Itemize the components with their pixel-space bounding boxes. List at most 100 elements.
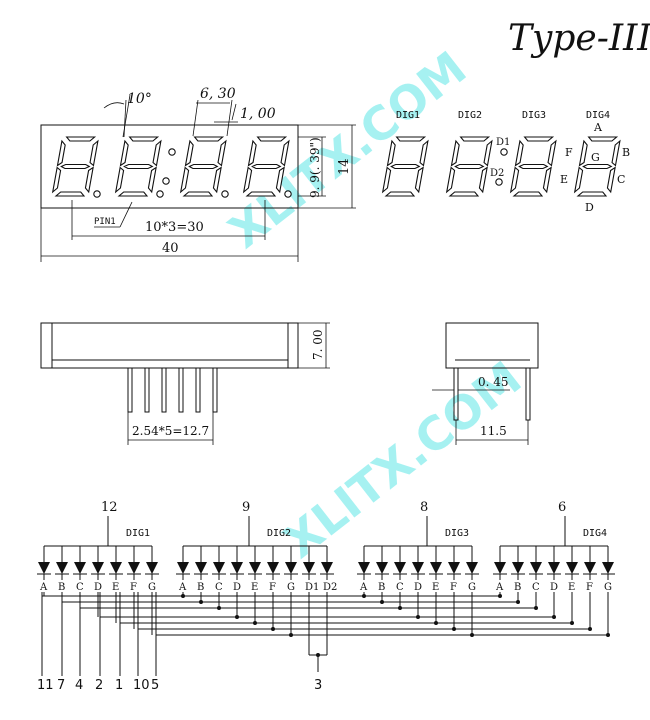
junction-dot <box>606 633 610 637</box>
segment-label: A <box>495 582 504 593</box>
segment <box>114 166 125 194</box>
segment-label: D <box>94 582 102 593</box>
led-diode <box>303 562 315 574</box>
led-diode <box>358 562 370 574</box>
segment <box>256 136 288 142</box>
pin <box>212 367 218 413</box>
led-diode <box>213 562 225 574</box>
segment <box>448 191 480 197</box>
segment-label: C <box>215 582 223 593</box>
junction-dot <box>588 627 592 631</box>
led-diode <box>195 562 207 574</box>
segment <box>217 139 227 167</box>
segment <box>212 166 222 194</box>
segment <box>509 166 520 194</box>
junction-dot <box>362 594 366 598</box>
angle-label: 10° <box>127 91 152 107</box>
segment <box>251 163 282 170</box>
segment-label: G <box>287 582 295 593</box>
led-diode <box>412 562 424 574</box>
segment-label: D2 <box>323 582 337 593</box>
segment <box>611 139 621 167</box>
junction-dot <box>235 615 239 619</box>
segment <box>523 136 555 142</box>
segment <box>395 136 427 142</box>
junction-dot <box>570 621 574 625</box>
pin-width-label: 0. 45 <box>478 375 509 389</box>
led-diode <box>128 562 140 574</box>
seven-segment-digit <box>179 136 227 197</box>
segment <box>84 166 94 194</box>
colon-dot <box>162 177 170 185</box>
segment-label: D <box>550 582 558 593</box>
led-diode <box>494 562 506 574</box>
led-diode <box>466 562 478 574</box>
seven-segment-digit <box>51 136 99 197</box>
segment-pin-number: 2 <box>95 678 103 693</box>
segment <box>60 163 91 170</box>
colon-pin-number: 3 <box>314 678 322 693</box>
page-title: Type-III <box>508 18 650 59</box>
segment-label-a: A <box>593 121 603 134</box>
led-diode <box>285 562 297 574</box>
segment-label: D <box>414 582 422 593</box>
segment-pin-number: 7 <box>57 678 65 693</box>
segment <box>454 163 485 170</box>
segment <box>576 191 608 197</box>
segment <box>51 166 62 194</box>
front-view: 10° 6, 30 1, 00 9. 9(. 39") 14 PIN1 10*3… <box>40 86 356 262</box>
segment <box>450 139 460 167</box>
pin <box>161 367 167 413</box>
led-diode <box>38 562 50 574</box>
led-diode <box>267 562 279 574</box>
segment-label: F <box>586 582 593 593</box>
segment-label-e: E <box>560 173 568 186</box>
colon-wiring: 3 <box>308 592 328 693</box>
segment <box>117 191 149 197</box>
decimal-point <box>156 190 164 198</box>
segment-label: E <box>432 582 439 593</box>
segment <box>65 136 97 142</box>
segment <box>119 139 129 167</box>
decimal-point <box>284 190 292 198</box>
segment-label-g: G <box>591 151 600 164</box>
decimal-point <box>93 190 101 198</box>
led-diode <box>249 562 261 574</box>
anode-pin-number: 9 <box>242 500 250 515</box>
segment-label: G <box>468 582 476 593</box>
segment-pin-number: 10 <box>133 678 150 693</box>
segment <box>478 166 488 194</box>
led-diode <box>177 562 189 574</box>
digit-label: DIG4 <box>583 528 607 539</box>
segment <box>179 166 190 194</box>
segment <box>573 166 584 194</box>
colon-label-d1: D1 <box>496 137 510 148</box>
segment-label: B <box>514 582 521 593</box>
junction-dot <box>416 615 420 619</box>
segment <box>152 139 162 167</box>
segment-label: G <box>604 582 612 593</box>
segment <box>242 166 253 194</box>
segment <box>459 136 491 142</box>
segment <box>128 136 160 142</box>
led-diode <box>602 562 614 574</box>
seven-segment-digit <box>114 136 162 197</box>
segment <box>547 139 557 167</box>
led-diode <box>430 562 442 574</box>
gap-label: 1, 00 <box>240 106 276 122</box>
junction-dot <box>534 606 538 610</box>
pitch-label: 6, 30 <box>200 86 236 102</box>
led-diode <box>321 562 333 574</box>
junction-dot <box>289 633 293 637</box>
junction-dot <box>253 621 257 625</box>
segment-label: A <box>178 582 187 593</box>
digit-label: DIG1 <box>126 528 150 539</box>
segment <box>542 166 552 194</box>
pin <box>195 367 201 413</box>
segment <box>182 191 214 197</box>
side-view: 7. 00 2.54*5=12.7 <box>40 322 330 445</box>
